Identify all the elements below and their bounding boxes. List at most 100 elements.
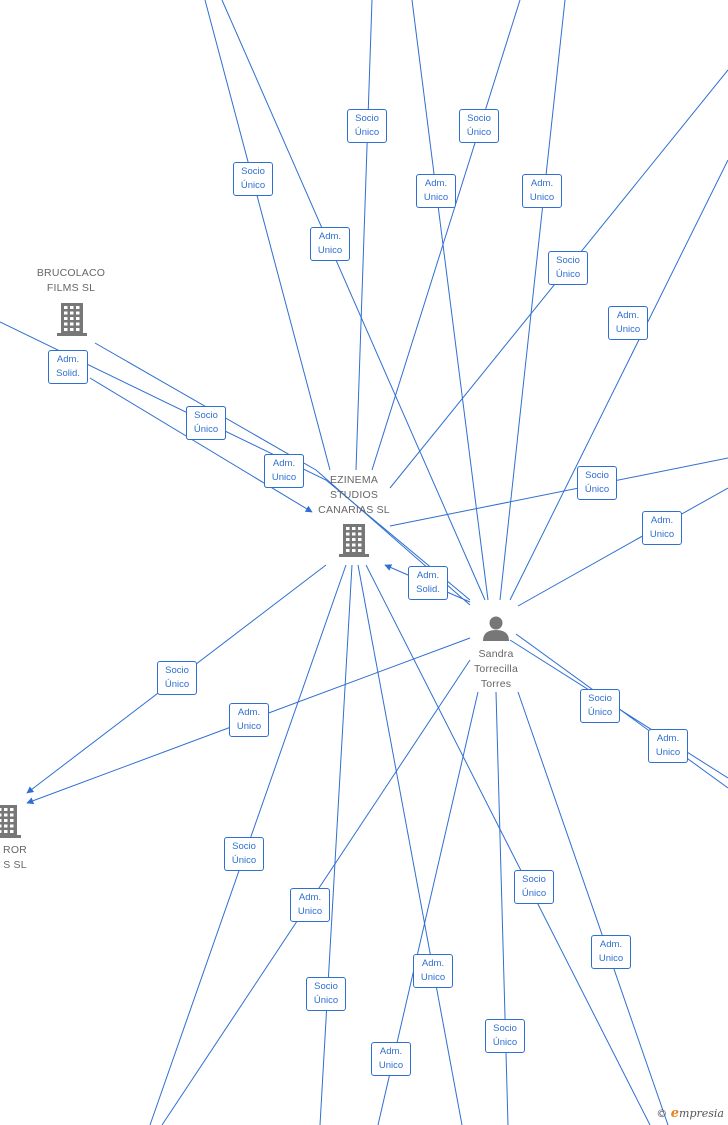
relation-label[interactable]: Adm. Unico [648,729,688,763]
relation-type: Único [313,995,339,1006]
relation-type: Único [521,888,547,899]
relation-role: Socio [194,410,218,421]
building-icon [339,524,369,557]
icon-layer [0,303,513,838]
relation-role: Socio [588,693,612,704]
relation-role: Socio [556,255,580,266]
relation-role: Adm. [272,458,296,469]
relation-type: Unico [655,747,681,758]
relation-type: Solid. [416,584,440,595]
relation-role: Adm. [530,178,554,189]
relation-edge [221,0,486,601]
relation-type: Único [354,127,380,138]
relation-type: Unico [420,972,446,983]
relation-type: Único [584,484,610,495]
person-icon [479,611,513,645]
relation-role: Adm. [237,707,261,718]
relation-role: Socio [165,665,189,676]
relation-label[interactable]: Adm. Unico [290,888,330,922]
relation-type: Único [466,127,492,138]
relation-edge [495,691,509,1125]
relation-type: Unico [378,1060,404,1071]
relation-edge [357,564,463,1125]
relation-type: Unico [297,906,323,917]
relation-label[interactable]: Adm. Unico [229,703,269,737]
relation-role: Socio [241,166,265,177]
relation-role: Adm. [650,515,674,526]
node-label-ezinema[interactable]: EZINEMA STUDIOS CANARIAS SL [318,474,390,516]
relation-type: Único [555,269,581,280]
relation-type: Único [164,679,190,690]
building-icon [0,805,21,838]
relation-edge [389,457,728,527]
relation-edge [89,377,313,513]
relation-label[interactable]: Adm. Unico [591,935,631,969]
relation-type: Unico [271,472,297,483]
relation-label[interactable]: Adm. Unico [608,306,648,340]
relation-role: Adm. [616,310,640,321]
relation-role: Adm. [298,892,322,903]
relation-type: Unico [649,529,675,540]
copyright-symbol: © [656,1107,668,1120]
relation-role: Socio [314,981,338,992]
node-label-brucolaco[interactable]: BRUCOLACO FILMS SL [36,267,106,294]
relation-type: Unico [236,721,262,732]
relation-label[interactable]: Adm.Solid. [408,566,448,600]
building-icon [57,303,87,336]
brand-logo-text: mpresia [679,1107,724,1120]
relation-label[interactable]: Adm. Unico [371,1042,411,1076]
node-label-error[interactable]: ROR S SL [3,844,27,871]
relation-type: Único [492,1037,518,1048]
relation-edge [319,564,353,1125]
relation-type: Unico [317,245,343,256]
relation-role: Socio [355,113,379,124]
relation-label[interactable]: Adm. Unico [413,954,453,988]
relation-edge [355,0,373,471]
relation-edge [509,159,728,601]
relation-edge [517,487,728,607]
relation-role: Adm. [379,1046,403,1057]
relation-role: Socio [493,1023,517,1034]
relation-role: Socio [467,113,491,124]
relation-type: Unico [598,953,624,964]
relation-label[interactable]: Adm.Unico [310,227,350,261]
relation-type: Único [240,180,266,191]
relation-edge [517,691,669,1125]
relation-role: Socio [585,470,609,481]
relation-role: Socio [522,874,546,885]
relation-edge [371,0,521,471]
relation-edge [0,321,471,601]
relation-type: Solid. [56,368,80,379]
brand-watermark: © empresia [656,1106,724,1121]
relation-label[interactable]: Adm. Unico [642,511,682,545]
relation-type: Unico [423,192,449,203]
relation-role: Socio [232,841,256,852]
relation-edge [365,564,651,1125]
relation-label[interactable]: Adm.Solid. [48,350,88,384]
brand-logo-initial: e [670,1106,680,1121]
relation-type: Único [587,707,613,718]
relation-role: Adm. [421,958,445,969]
relation-label[interactable]: Adm. Unico [264,454,304,488]
relation-label[interactable]: Adm. Unico [416,174,456,208]
relation-role: Adm. [599,939,623,950]
relation-type: Único [193,424,219,435]
relation-role: Adm. [424,178,448,189]
node-label-sandra[interactable]: Sandra Torrecilla Torres [473,648,518,690]
relation-role: Adm. [656,733,680,744]
relation-label[interactable]: Adm.Unico [522,174,562,208]
relation-edge [94,342,471,606]
relation-type: Unico [615,324,641,335]
